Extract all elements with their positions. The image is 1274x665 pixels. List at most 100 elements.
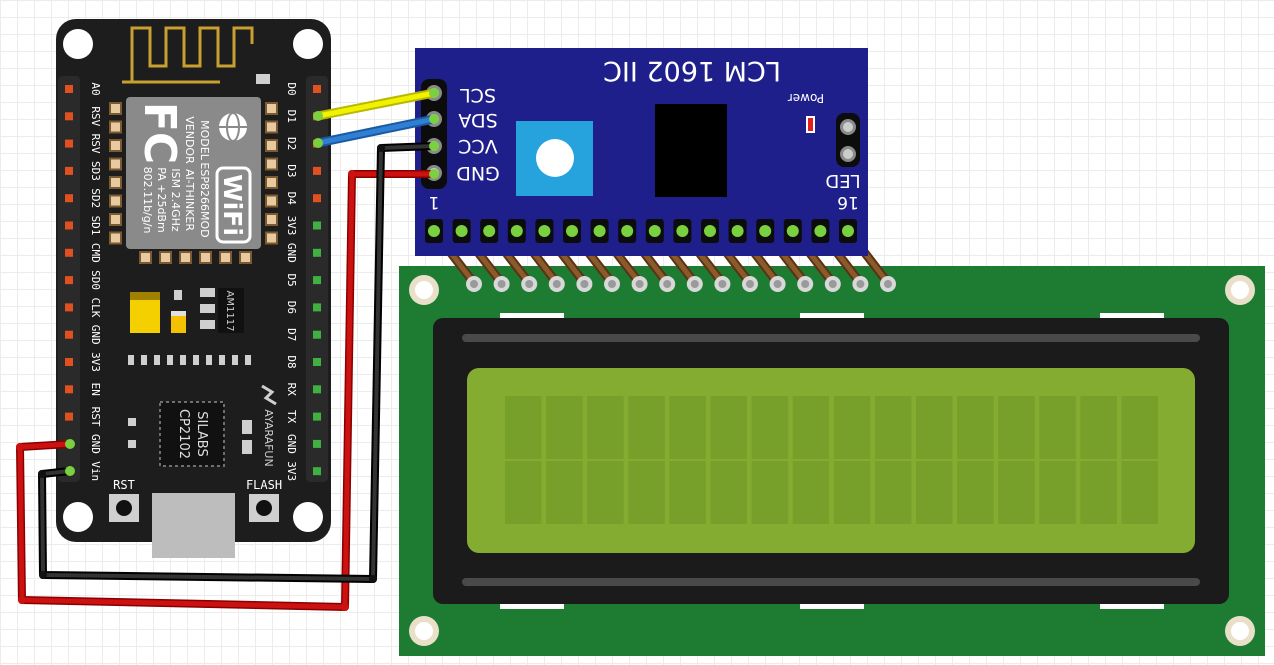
wifi-logo: WiFi	[215, 166, 252, 244]
rst-label: RST	[113, 478, 135, 492]
pin-label-right: D5	[285, 273, 298, 286]
voltage-regulator	[218, 288, 244, 333]
pin-right-5[interactable]	[313, 221, 321, 230]
lcd-char-cell	[1039, 396, 1076, 459]
pin-right-13[interactable]	[313, 439, 321, 448]
pin-label-left: CMD	[89, 243, 102, 263]
pin-label-left: EN	[89, 383, 102, 396]
pin-right-14[interactable]	[313, 467, 321, 476]
lcd-char-cell	[587, 396, 624, 459]
lcd-char-cell	[710, 396, 747, 459]
pin-label-right: GND	[285, 434, 298, 454]
i2c-header-pin	[510, 225, 523, 237]
pin-right-8[interactable]	[313, 303, 321, 312]
module-spec-line: PA +25dBm	[155, 167, 168, 232]
pin-left-7[interactable]	[65, 276, 73, 285]
pin-left-6[interactable]	[65, 248, 73, 257]
pcb-antenna	[130, 26, 254, 82]
pin-right-4[interactable]	[313, 194, 321, 203]
lcd-char-cell	[505, 396, 542, 459]
pin-left-11[interactable]	[65, 385, 73, 394]
i2c-header-pin	[455, 225, 468, 237]
pcf8574-chip	[655, 104, 727, 197]
pin-left-2[interactable]	[65, 139, 73, 148]
lcd-char-cell	[1080, 396, 1117, 459]
pin-left-3[interactable]	[65, 166, 73, 175]
i2c-header-pin	[648, 225, 661, 237]
pin-left-10[interactable]	[65, 358, 73, 366]
lcd-char-cell	[792, 396, 830, 459]
lcd-char-cell	[792, 461, 830, 524]
pin-right-11[interactable]	[313, 385, 321, 394]
pin-label-left: GND	[89, 434, 102, 454]
pin-right-12[interactable]	[313, 412, 321, 421]
pin-left-5[interactable]	[65, 221, 73, 230]
lcd-char-cell	[751, 396, 789, 459]
module-spec-line: ISM 2.4GHz	[169, 168, 182, 232]
lcd-char-cell	[957, 396, 994, 459]
lcd-char-cell	[751, 461, 789, 524]
lcd-char-cell	[874, 396, 912, 459]
i2c-header-pin	[428, 225, 440, 237]
pin-left-12[interactable]	[65, 412, 73, 421]
nodemcu-pcb	[56, 19, 331, 542]
pin-left-0[interactable]	[65, 85, 73, 93]
pin-right-7[interactable]	[313, 276, 321, 285]
i2c-title: LCM 1602 IIC	[603, 55, 781, 86]
pin-label-vcc: VCC	[458, 135, 498, 157]
pin-left-4[interactable]	[65, 194, 73, 203]
pin-label-scl: SCL	[460, 84, 496, 106]
pin-label-left: SD2	[89, 188, 102, 208]
small-capacitor	[171, 311, 186, 333]
module-name-line: ESP8266MOD	[198, 162, 211, 237]
pin-label-right: TX	[285, 410, 298, 424]
pin-label-gnd: GND	[456, 162, 500, 184]
pin-left-9[interactable]	[65, 330, 73, 339]
pin-left-1[interactable]	[65, 112, 73, 121]
potentiometer-knob[interactable]	[536, 139, 574, 177]
lcd-1602-module	[399, 226, 1265, 656]
pin-label-right: D8	[285, 355, 298, 368]
lcd-char-cell	[1039, 461, 1076, 524]
pin-label-right: D0	[285, 82, 298, 95]
smd-resistor-row	[128, 355, 251, 365]
pin-label-right: 3V3	[285, 461, 298, 481]
pin-label-right: D3	[285, 164, 298, 177]
lcd-char-cell	[546, 461, 583, 524]
brand-label: AYARAFUN	[262, 409, 275, 466]
i2c-16-pin-header	[425, 219, 857, 243]
pin-right-10[interactable]	[313, 358, 321, 366]
lcd-char-cell	[1121, 396, 1158, 459]
usb-chip-label-2: CP2102	[176, 409, 191, 459]
lcd-char-cell	[587, 461, 624, 524]
pin-right-6[interactable]	[313, 248, 321, 257]
lcd-char-cell	[874, 461, 912, 524]
pin-label-sda: SDA	[458, 109, 497, 131]
pin-right-9[interactable]	[313, 330, 321, 339]
lcd-char-cell	[1080, 461, 1117, 524]
pin-label-left: RSV	[89, 134, 102, 154]
pin-label-left: 3V3	[89, 352, 102, 372]
lcd-char-cell	[546, 396, 583, 459]
flash-label: FLASH	[246, 478, 282, 492]
lcd-char-cell	[833, 396, 871, 459]
pin-number-first: 1	[429, 192, 440, 212]
pin-label-left: SD3	[89, 161, 102, 181]
pin-label-left: RSV	[89, 106, 102, 126]
pin-right-0[interactable]	[313, 85, 321, 93]
pin-label-left: CLK	[89, 297, 102, 317]
pin-label-left: A0	[89, 82, 102, 95]
micro-usb-port[interactable]	[152, 493, 235, 558]
lcd-char-cell	[916, 396, 953, 459]
pin-right-3[interactable]	[313, 166, 321, 175]
pin-label-left: SD0	[89, 270, 102, 290]
led-label: LED	[825, 170, 860, 191]
pin-left-8[interactable]	[65, 303, 73, 312]
wifi-logo-text: WiFi	[218, 174, 247, 236]
led-jumper[interactable]	[836, 113, 860, 167]
cp2102-chip	[159, 401, 225, 467]
i2c-header-pin	[538, 225, 551, 237]
